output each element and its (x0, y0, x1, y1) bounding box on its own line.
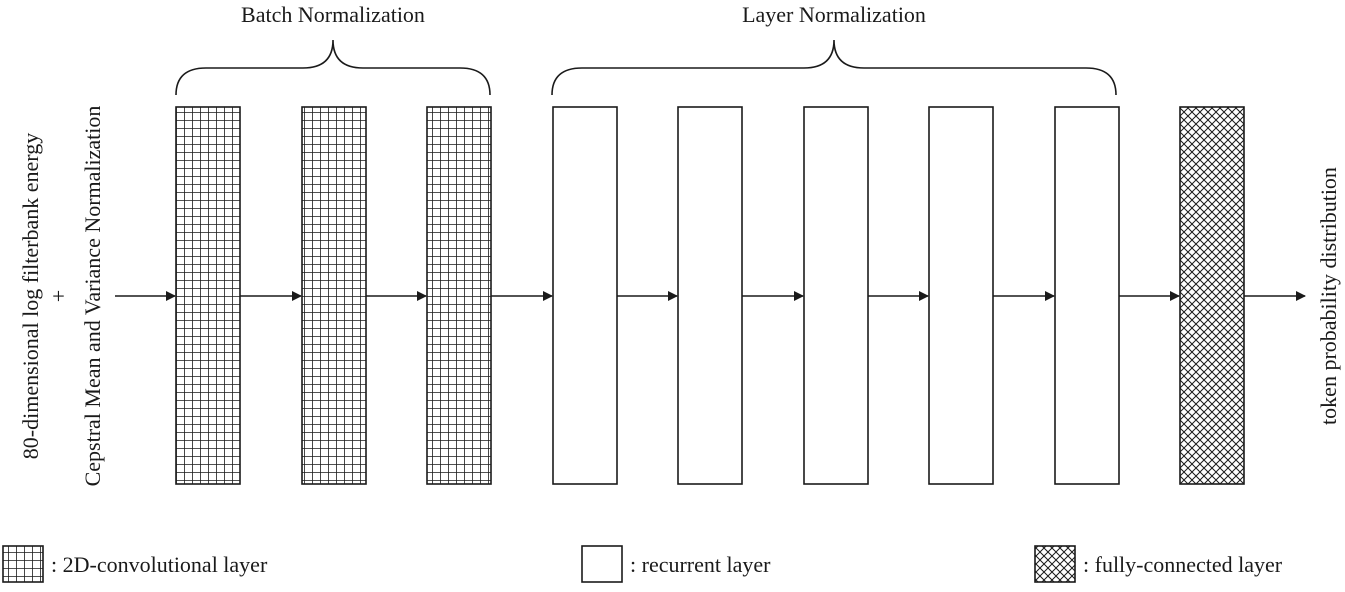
recurrent-layer-4 (552, 106, 618, 485)
input-normalization-label: Cepstral Mean and Variance Normalization (80, 106, 105, 487)
recurrent-layer-8 (1054, 106, 1120, 485)
legend-swatch-fc (1034, 545, 1076, 583)
batch-normalization-brace (175, 39, 491, 96)
legend-label-fc: : fully-connected layer (1083, 552, 1283, 577)
legend: : 2D-convolutional layer : recurrent laye… (2, 545, 1283, 583)
conv-layer-2 (301, 106, 367, 485)
conv-layer-1 (175, 106, 241, 485)
recurrent-layer-7 (928, 106, 994, 485)
layers-group (175, 106, 1245, 485)
output-label: token probability distribution (1316, 167, 1341, 425)
layer-normalization-brace (551, 39, 1117, 96)
legend-label-recurrent: : recurrent layer (630, 552, 771, 577)
legend-swatch-conv (2, 545, 44, 583)
fully-connected-layer-9 (1179, 106, 1245, 485)
recurrent-layer-6 (803, 106, 869, 485)
conv-layer-3 (426, 106, 492, 485)
input-feature-label: 80-dimensional log filterbank energy (18, 133, 43, 459)
batch-normalization-label: Batch Normalization (241, 2, 425, 27)
layer-normalization-label: Layer Normalization (742, 2, 926, 27)
legend-label-conv: : 2D-convolutional layer (51, 552, 268, 577)
recurrent-layer-5 (677, 106, 743, 485)
legend-swatch-recurrent (581, 545, 623, 583)
input-plus-sign: + (46, 290, 71, 302)
